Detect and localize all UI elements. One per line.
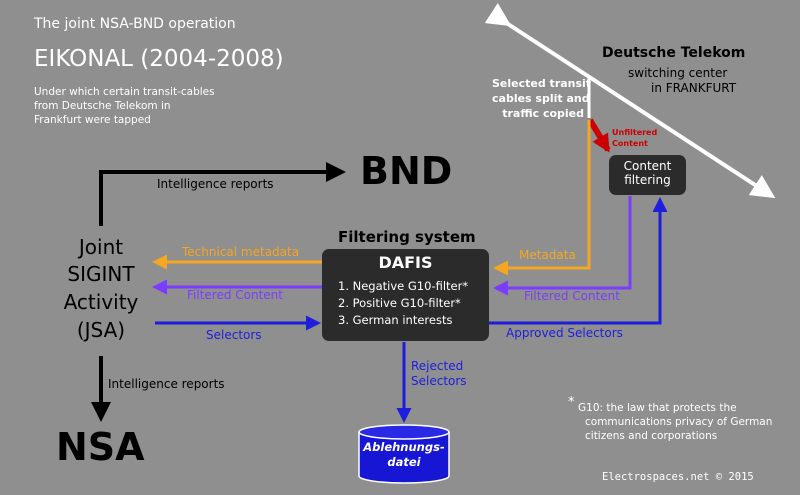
filtered-content-right-label: Filtered Content	[524, 289, 620, 303]
jsa-line-3: Activity	[63, 290, 139, 314]
technical-metadata-label: Technical metadata	[182, 245, 300, 259]
intel-reports-top-label: Intelligence reports	[157, 177, 274, 191]
intel-reports-bnd-arrow	[99, 162, 346, 226]
header-subtitle-2: from Deutsche Telekom in	[34, 100, 171, 112]
intel-reports-bottom-label: Intelligence reports	[108, 377, 225, 391]
dafis-name: DAFIS	[378, 253, 433, 272]
selectors-label: Selectors	[206, 328, 262, 342]
transit-cable-line	[484, 3, 776, 199]
metadata-arrow	[493, 120, 591, 276]
database-cylinder	[358, 424, 450, 484]
approved-selectors-label: Approved Selectors	[506, 326, 623, 340]
jsa-line-4: (JSA)	[76, 318, 126, 342]
telekom-name: Deutsche Telekom	[602, 45, 746, 61]
approved-selectors-arrow	[489, 197, 668, 325]
filtered-content-right-arrow	[493, 196, 632, 296]
footnote-line-2: communications privacy of German	[585, 416, 773, 428]
dafis-box: DAFIS 1. Negative G10-filter* 2. Positiv…	[322, 249, 489, 341]
unfiltered-label-2: Content	[612, 139, 648, 148]
dafis-item-2: 2. Positive G10-filter*	[338, 296, 461, 310]
telekom-line3: in FRANKFURT	[651, 81, 737, 95]
operation-name: EIKONAL (2004-2008)	[34, 46, 284, 72]
filtered-content-left-label: Filtered Content	[187, 288, 283, 302]
unfiltered-content-arrow	[587, 118, 611, 153]
footnote-star: *	[568, 395, 575, 410]
content-filtering-label-1: Content	[623, 159, 672, 173]
header-subtitle-3: Frankfurt were tapped	[34, 114, 151, 126]
jsa-line-2: SIGINT	[67, 262, 135, 286]
nsa-node: NSA	[56, 425, 145, 469]
filtering-system-heading: Filtering system	[338, 228, 476, 246]
header-title: The joint NSA-BND operation	[34, 16, 236, 32]
metadata-right-label: Metadata	[519, 248, 576, 262]
rejected-selectors-label-1: Rejected	[411, 359, 464, 373]
database-label-2: datei	[387, 455, 421, 469]
bnd-node: BND	[360, 149, 453, 193]
database-label-1: Ablehnungs-	[363, 440, 445, 454]
dafis-item-1: 1. Negative G10-filter*	[338, 279, 469, 293]
cable-split-label-3: traffic copied	[502, 107, 584, 120]
cable-split-label-2: cables split and	[492, 92, 590, 105]
content-filtering-box: Content filtering	[609, 155, 686, 195]
footnote-line-1: G10: the law that protects the	[578, 402, 737, 414]
header-subtitle-1: Under which certain transit-cables	[34, 86, 215, 98]
credit-text: Electrospaces.net © 2015	[602, 471, 754, 483]
jsa-line-1: Joint	[78, 235, 124, 259]
cable-split-label-1: Selected transit	[492, 77, 592, 90]
footnote-line-3: citizens and corporations	[585, 430, 718, 442]
unfiltered-label-1: Unfiltered	[612, 128, 658, 137]
dafis-item-3: 3. German interests	[338, 313, 453, 327]
rejected-selectors-label-2: Selectors	[411, 374, 467, 388]
telekom-line2: switching center	[628, 66, 728, 80]
content-filtering-label-2: filtering	[624, 173, 671, 187]
